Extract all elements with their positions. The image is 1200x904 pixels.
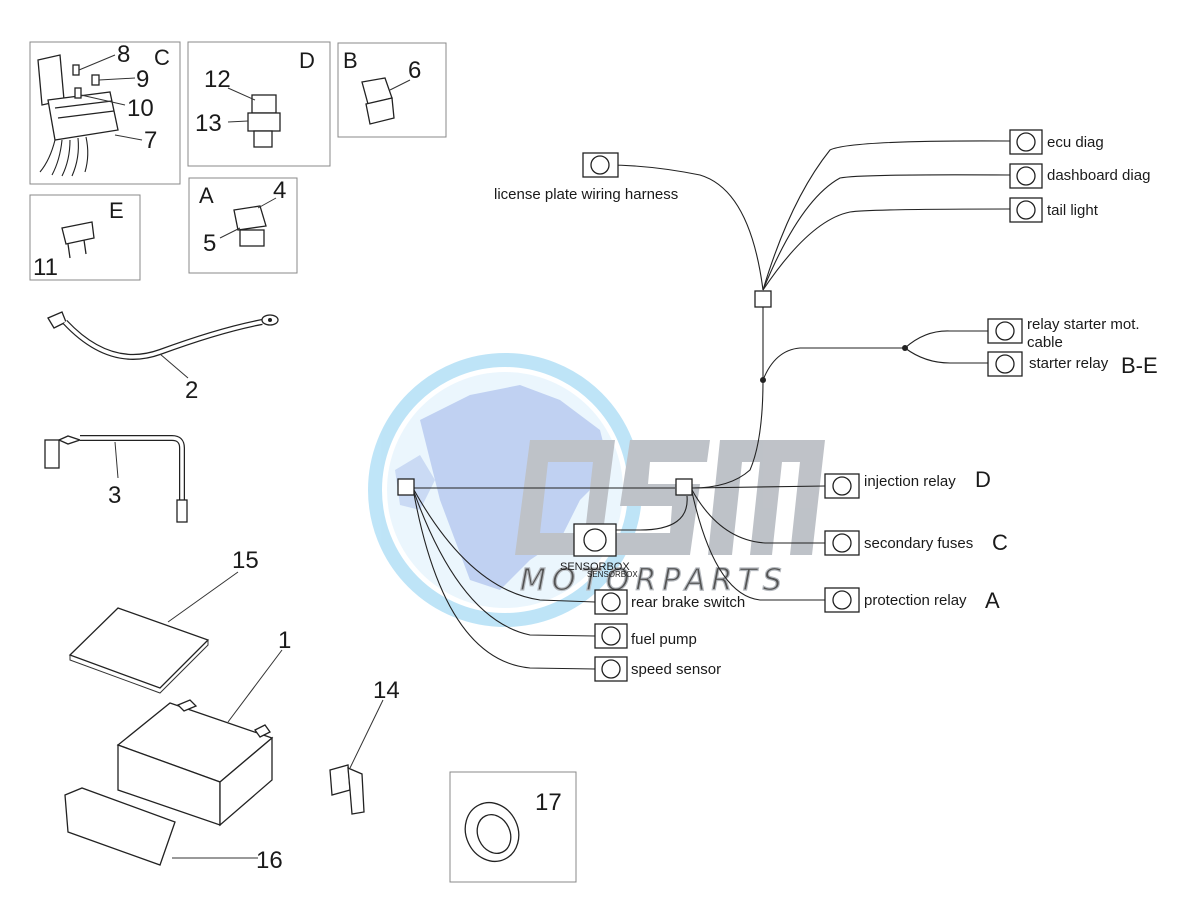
group-letter-a: A xyxy=(199,183,214,208)
label-tail-light: tail light xyxy=(1047,202,1099,219)
part-number-1: 1 xyxy=(278,627,291,654)
positive-cable-part-3: 3 xyxy=(44,435,188,523)
label-injection-relay: injection relay xyxy=(864,473,956,490)
letter-protection-relay: A xyxy=(985,588,1000,613)
part-number-5: 5 xyxy=(203,230,216,257)
part-number-11: 11 xyxy=(33,254,58,281)
label-relay-starter-mot-2: cable xyxy=(1027,334,1063,351)
relay-part-a xyxy=(233,205,267,247)
connector-dashboard-diag: dashboard diag xyxy=(1009,163,1150,189)
connector-license-plate: license plate wiring harness xyxy=(494,152,678,203)
watermark: MOTORPARTS xyxy=(368,353,825,627)
group-letter-c: C xyxy=(154,45,170,70)
watermark-subtitle: MOTORPARTS xyxy=(520,563,788,598)
label-secondary-fuses: secondary fuses xyxy=(864,535,973,552)
group-a-box: A 4 5 xyxy=(188,177,298,274)
connector-ecu-diag: ecu diag xyxy=(1009,129,1104,155)
pad-part-16: 16 xyxy=(64,787,283,874)
label-speed-sensor: speed sensor xyxy=(631,661,721,678)
label-starter-relay: starter relay xyxy=(1029,355,1109,372)
connector-part-14: 14 xyxy=(329,677,400,815)
group-b-box: B 6 xyxy=(337,42,447,138)
relay-part-b xyxy=(361,77,395,125)
part-number-2: 2 xyxy=(185,377,198,404)
connector-fuel-pump: fuel pump xyxy=(594,623,697,649)
ground-cable-part-2: 2 xyxy=(47,311,279,404)
part-number-7: 7 xyxy=(144,127,157,154)
part-number-10: 10 xyxy=(127,95,154,122)
connector-secondary-fuses: secondary fuses C xyxy=(824,530,1008,556)
connector-speed-sensor: speed sensor xyxy=(594,656,721,682)
label-fuel-pump: fuel pump xyxy=(631,631,697,648)
grommet-part-17: 17 xyxy=(449,771,577,883)
letter-starter-relay: B-E xyxy=(1121,353,1158,378)
label-relay-starter-mot-1: relay starter mot. xyxy=(1027,316,1140,333)
label-rear-brake-switch: rear brake switch xyxy=(631,594,745,611)
group-letter-d: D xyxy=(299,48,315,73)
connector-tail-light: tail light xyxy=(1009,197,1099,223)
fuse-box-part xyxy=(37,54,119,177)
part-number-3: 3 xyxy=(108,482,121,509)
label-sensorbox-small: SENSORBOX xyxy=(587,570,638,579)
pad-part-15: 15 xyxy=(68,547,259,694)
part-number-15: 15 xyxy=(232,547,259,574)
group-letter-e: E xyxy=(109,198,124,223)
label-protection-relay: protection relay xyxy=(864,592,967,609)
letter-injection-relay: D xyxy=(975,467,991,492)
part-number-9: 9 xyxy=(136,66,149,93)
relay-part-d xyxy=(247,94,281,148)
part-number-8: 8 xyxy=(117,41,130,68)
label-ecu-diag: ecu diag xyxy=(1047,134,1104,151)
part-number-13: 13 xyxy=(195,110,222,137)
part-number-6: 6 xyxy=(408,57,421,84)
connector-protection-relay: protection relay A xyxy=(824,587,1000,613)
part-number-14: 14 xyxy=(373,677,400,704)
part-number-17: 17 xyxy=(535,789,562,816)
group-d-box: D 12 13 xyxy=(187,41,331,167)
part-number-4: 4 xyxy=(273,177,286,204)
part-number-12: 12 xyxy=(204,66,231,93)
fuse-part-11 xyxy=(61,221,95,259)
connector-starter-relay: starter relay B-E xyxy=(987,351,1158,378)
label-sensorbox: SENSORBOX xyxy=(560,561,630,573)
group-letter-b: B xyxy=(343,48,358,73)
group-e-box: E 11 xyxy=(29,194,141,281)
connector-rear-brake-switch: rear brake switch xyxy=(594,589,745,615)
label-dashboard-diag: dashboard diag xyxy=(1047,167,1150,184)
battery-part-1: 1 xyxy=(116,627,291,827)
harness-wires xyxy=(397,140,1011,670)
part-number-16: 16 xyxy=(256,847,283,874)
label-license-plate: license plate wiring harness xyxy=(494,186,678,203)
connector-relay-starter-mot-cable: relay starter mot. cable xyxy=(987,316,1140,351)
group-c-box: C 8 9 10 7 xyxy=(29,41,181,185)
connector-injection-relay: injection relay D xyxy=(824,467,991,499)
connector-sensorbox: SENSORBOX SENSORBOX xyxy=(560,523,638,579)
letter-secondary-fuses: C xyxy=(992,530,1008,555)
